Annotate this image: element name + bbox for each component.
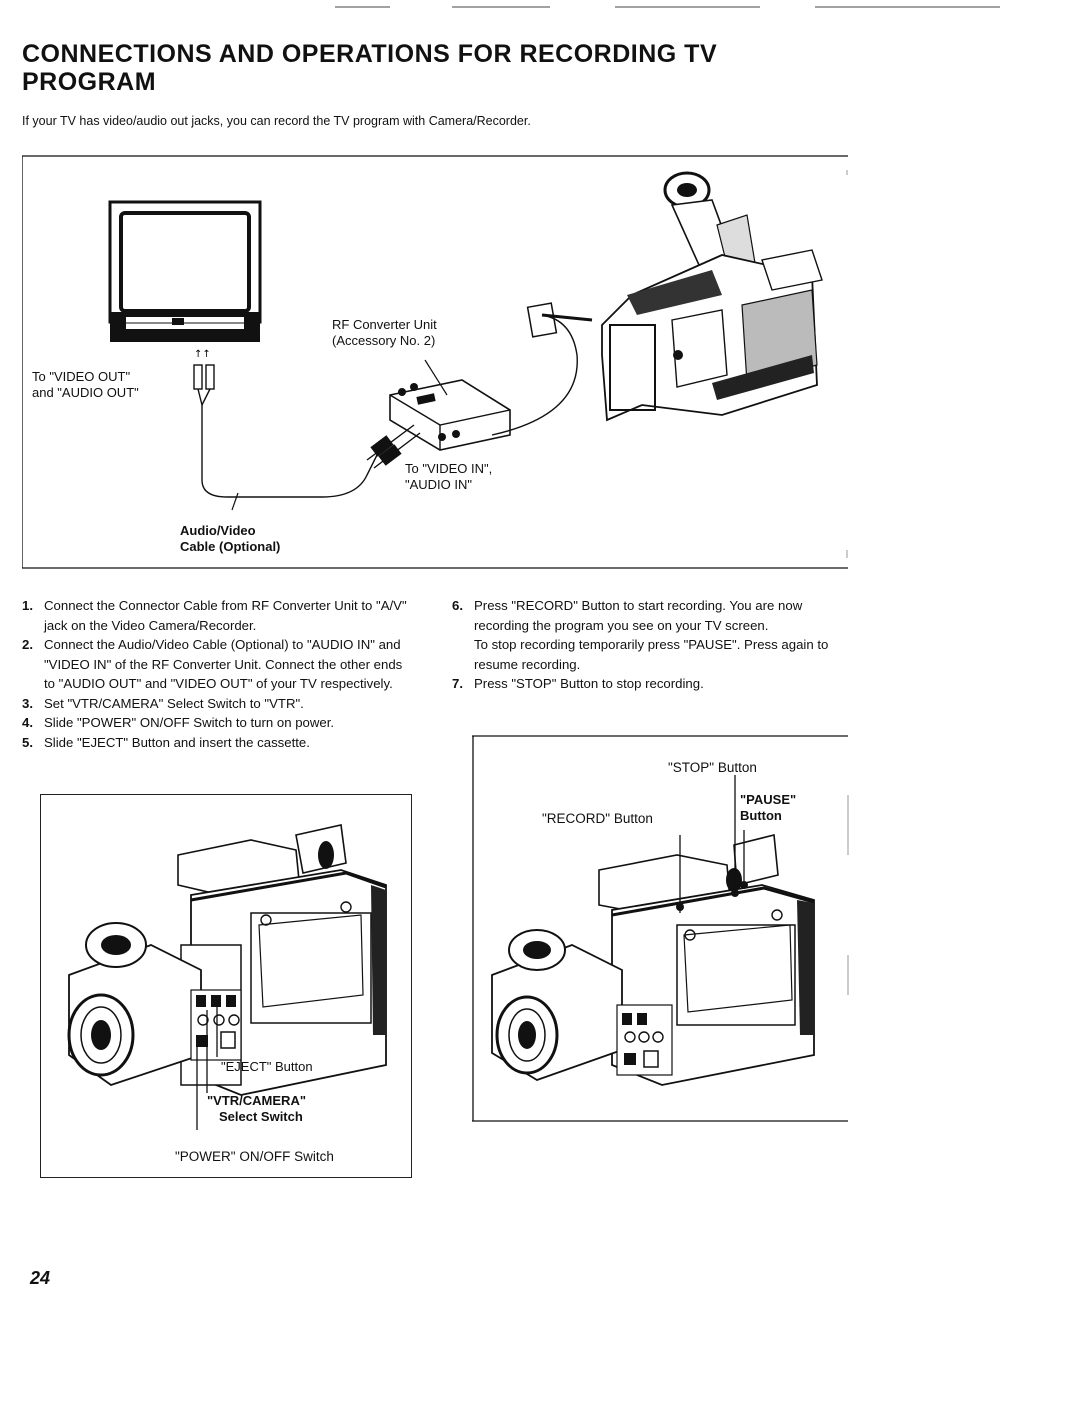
step-text: Slide "POWER" ON/OFF Switch to turn on p… <box>44 715 335 730</box>
vtr-camera-label: "VTR/CAMERA" Select Switch <box>207 1093 306 1125</box>
step-number: 4. <box>22 715 33 730</box>
step-item: 3. Set "VTR/CAMERA" Select Switch to "VTR… <box>22 694 412 714</box>
rf-converter-illustration <box>366 359 511 469</box>
step-text: Press "RECORD" Button to start recording… <box>474 598 803 633</box>
av-cable-line1: Audio/Video <box>180 523 256 538</box>
steps-left: 1. Connect the Connector Cable from RF Co… <box>22 596 412 752</box>
step-number: 5. <box>22 734 33 750</box>
step-text: Press "STOP" Button to stop recording. <box>474 676 704 691</box>
step-text: Slide "EJECT" Button and insert the cass… <box>44 734 310 750</box>
av-cable-label: Audio/Video Cable (Optional) <box>180 523 280 555</box>
pause-button-label: "PAUSE" Button <box>740 792 796 824</box>
stop-button-label: "STOP" Button <box>668 760 757 775</box>
step-item: 2. Connect the Audio/Video Cable (Optiona… <box>22 635 412 694</box>
pause-line1: "PAUSE" <box>740 792 797 807</box>
rf-converter-label: RF Converter Unit (Accessory No. 2) <box>332 317 437 349</box>
step-item: 5. Slide "EJECT" Button and insert the ca… <box>22 733 412 753</box>
rf-converter-line1: RF Converter Unit <box>332 317 437 332</box>
step-note: To stop recording temporarily press "PAU… <box>474 637 829 672</box>
eject-button-label: "EJECT" Button <box>221 1059 313 1074</box>
to-video-out-label: To "VIDEO OUT" and "AUDIO OUT" <box>32 369 139 401</box>
av-cable-line2: Cable (Optional) <box>180 539 281 554</box>
step-text: Set "VTR/CAMERA" Select Switch to "VTR". <box>44 695 304 711</box>
intro-text: If your TV has video/audio out jacks, yo… <box>22 114 531 128</box>
vtr-camera-line1: "VTR/CAMERA" <box>207 1093 306 1108</box>
tv-illustration <box>108 200 262 342</box>
step-item: 4. Slide "POWER" ON/OFF Switch to turn on… <box>22 713 412 733</box>
header-rules <box>335 6 1000 8</box>
steps-right: 6. Press "RECORD" Button to start recordi… <box>452 596 852 694</box>
connector-cable <box>491 314 578 436</box>
camera-left-art <box>67 824 387 1130</box>
step-text: Connect the Audio/Video Cable (Optional)… <box>44 637 403 691</box>
step-number: 6. <box>452 598 463 613</box>
step-item: 1. Connect the Connector Cable from RF Co… <box>22 596 412 635</box>
to-video-out-line2: and "AUDIO OUT" <box>32 385 139 400</box>
av-cable <box>201 405 378 498</box>
rf-converter-line2: (Accessory No. 2) <box>332 333 436 348</box>
svg-text:↑↑: ↑↑ <box>194 349 211 360</box>
to-video-in-line1: To "VIDEO IN", <box>405 461 493 476</box>
tv-jack-plugs: ↑↑ <box>193 349 215 408</box>
power-switch-label: "POWER" ON/OFF Switch <box>175 1149 334 1164</box>
step-item: 7. Press "STOP" Button to stop recording. <box>452 674 852 694</box>
step-item: 6. Press "RECORD" Button to start recordi… <box>452 596 852 635</box>
to-video-in-label: To "VIDEO IN", "AUDIO IN" <box>405 461 492 493</box>
camera-recorder-illustration <box>601 171 823 422</box>
step-text: Connect the Connector Cable from RF Conv… <box>44 598 407 633</box>
camera-figure-left: "EJECT" Button "VTR/CAMERA" Select Switc… <box>40 794 412 1178</box>
camera-figure-right: "STOP" Button "PAUSE" Button "RECORD" Bu… <box>472 735 850 1125</box>
step-number: 1. <box>22 598 33 613</box>
to-video-in-line2: "AUDIO IN" <box>405 477 473 492</box>
vtr-camera-line2: Select Switch <box>219 1109 303 1124</box>
to-video-out-line1: To "VIDEO OUT" <box>32 369 131 384</box>
page-number: 24 <box>30 1268 51 1288</box>
step-number: 3. <box>22 695 33 711</box>
pause-line2: Button <box>740 808 782 823</box>
camera-right-art <box>472 735 849 1122</box>
record-button-label: "RECORD" Button <box>542 811 653 826</box>
page-title: CONNECTIONS AND OPERATIONS FOR RECORDING… <box>22 40 718 96</box>
diagram-art: ↑↑ <box>21 155 848 569</box>
connection-diagram: ↑↑ <box>21 155 848 570</box>
step-number: 7. <box>452 676 463 691</box>
step-number: 2. <box>22 637 33 652</box>
